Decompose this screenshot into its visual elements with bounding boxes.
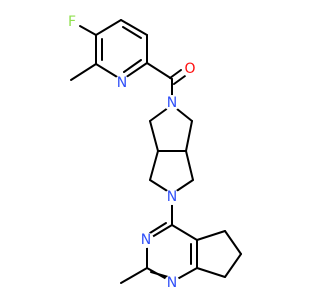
bond [196,230,226,241]
atom-n-amide: N [164,95,180,111]
bond [120,267,148,284]
bond [122,26,142,39]
bond [196,267,226,278]
bond [224,253,242,278]
atom-n-pyrimidine-bottom: N [164,275,180,291]
atom-label: O [184,61,195,77]
bond [185,120,193,152]
bond [120,19,148,36]
atom-f: F [64,14,80,30]
bond [79,25,97,36]
atom-n-pyridine: N [114,75,130,91]
bond [149,150,159,181]
atom-o-carbonyl: O [182,61,198,77]
atom-label: F [68,14,76,30]
bond [224,230,242,255]
atom-n-pyrimidine-top: N [138,232,154,248]
atom-label: N [167,275,177,291]
bond [171,224,198,241]
bond [150,271,169,278]
bond [146,62,173,80]
bond [149,222,167,234]
bond [123,59,142,73]
bond [185,150,194,181]
bond [173,75,186,85]
atom-labels: F N O N N N N [64,14,198,291]
bond [149,120,159,152]
bonds [70,19,242,284]
molecule-structure: F N O N N N N [64,14,242,291]
bond [70,63,97,81]
bond [95,19,122,36]
atom-label: N [167,95,177,111]
atom-label: N [167,189,177,205]
atom-label: N [141,232,151,248]
bond [169,69,182,79]
atom-n-bicyclic: N [164,189,180,205]
atom-label: N [117,75,127,91]
